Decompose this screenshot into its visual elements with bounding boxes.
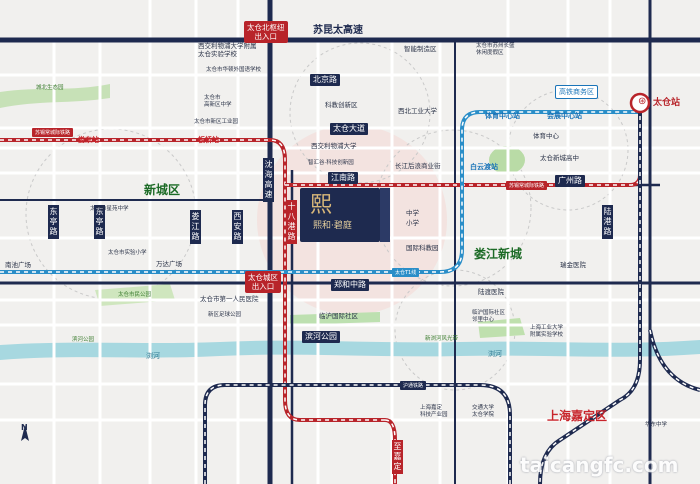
taicang-avenue-label: 太仓大道 xyxy=(330,123,368,135)
beijing-label: 北京路 xyxy=(310,74,340,86)
poi-kejiao: 科教创新区 xyxy=(325,101,358,109)
compass xyxy=(21,425,29,441)
poi-guoji: 国际科教园 xyxy=(406,244,439,252)
dark-line-tag: 沪通铁路 xyxy=(400,381,427,390)
blue-line-tag: 太仓T1线 xyxy=(392,268,420,277)
blue-rail-line xyxy=(0,110,640,274)
poi-xinqu-gongyuan: 新区足球公园 xyxy=(208,312,242,318)
river-label-w: 浏河 xyxy=(146,352,160,360)
poi-shanghai-gongye: 上海工业大学 附属实验学校 xyxy=(530,325,564,338)
jiading-district: 上海嘉定区 xyxy=(547,409,608,423)
poi-huaxi: 华东中学 xyxy=(645,422,668,428)
loujiang-label: 娄江路 xyxy=(190,210,201,244)
poi-shimin: 太仓市民公园 xyxy=(118,292,152,298)
poi-xjtlu: 西交利物浦大学 xyxy=(311,142,357,150)
shenhai-label: 沈海高速 xyxy=(263,158,274,202)
red-line-tag-w: 苏锡常城际铁路 xyxy=(32,128,74,137)
west-exit-tag: 太仓城区 出入口 xyxy=(245,271,281,293)
rail-station-icon: ⊛ xyxy=(638,96,647,107)
gaotie-station-box: 高铁商务区 xyxy=(555,85,598,99)
poi-binhe-park: 滨河公园 xyxy=(72,337,95,343)
project-logo: 熙 xyxy=(310,193,333,218)
poi-shanghai-dx: 上海嘉定 科技产业园 xyxy=(420,405,448,418)
river-label-e: 浏河 xyxy=(488,350,502,358)
poi-changjiang: 长江后浪商业街 xyxy=(395,162,441,170)
poi-bisai: 太仓市苏州长盛 休闲度假区 xyxy=(476,43,515,56)
poi-diyi: 太仓市第一人民医院 xyxy=(200,295,259,303)
poi-zhihui: 智汇谷·科技创新园 xyxy=(308,160,354,166)
guangzhou-label: 广州路 xyxy=(555,175,585,187)
project-block xyxy=(300,188,380,242)
xincheng-district: 新城区 xyxy=(144,183,181,197)
loudong-station: 娄东站 xyxy=(78,136,99,144)
poi-jiaoda: 交通大学 太仓学院 xyxy=(472,405,495,418)
poi-xiaoxue: 小学 xyxy=(406,219,419,227)
north-exit-tag: 太仓北枢纽 出入口 xyxy=(244,21,288,43)
red-line-tag-e: 苏锡常城际铁路 xyxy=(506,181,548,190)
sports-station: 体育中心站 xyxy=(485,112,520,120)
shibajing-label: 十八港路 xyxy=(286,200,297,244)
watermark: taicangfc.com xyxy=(520,453,679,477)
poi-huayu: 太仓市华顿外国语学校 xyxy=(206,67,262,73)
poi-wanda: 万达广场 xyxy=(156,260,182,268)
poi-xjtlu-school: 西交利物浦大学附属 太仓实验学校 xyxy=(198,42,257,58)
north-highway-label: 苏昆太高速 xyxy=(313,25,363,36)
poi-gaoxin: 太仓市 高新区中学 xyxy=(204,95,232,108)
lihu-park xyxy=(290,312,380,325)
expo-station: 会展中心站 xyxy=(547,112,582,120)
poi-huanghe: 太仓市实验小学 xyxy=(108,250,147,256)
dark-rail-line xyxy=(203,100,700,484)
zhenghe-label: 郑和中路 xyxy=(331,279,369,291)
dongting-label: 东亭路 xyxy=(48,205,59,239)
poi-chengbei: 城北生态园 xyxy=(36,85,64,91)
banqiao-station: 板桥站 xyxy=(198,136,219,144)
poi-zhizao: 智能制造区 xyxy=(404,45,437,53)
poi-xibei: 西北工业大学 xyxy=(398,107,437,115)
poi-tiyu: 体育中心 xyxy=(533,132,559,140)
poi-lianhu: 临沪国际社区 xyxy=(319,312,358,320)
poi-lianhu-center: 临沪国际社区 邻里中心 xyxy=(472,310,506,323)
poi-ruijin: 瑞金医院 xyxy=(560,261,586,269)
poi-zhongxue: 中学 xyxy=(406,209,419,217)
project-name: 熙和·碧庭 xyxy=(313,221,352,231)
liuhe-river xyxy=(0,340,700,360)
jiangnan-label: 江南路 xyxy=(328,172,358,184)
poi-ludu-yiyuan: 陆渡医院 xyxy=(478,288,504,296)
dongshi-label: 东亭路 xyxy=(94,205,105,239)
poi-xinhai: 太仓新城高中 xyxy=(540,154,579,162)
poi-gongye: 太仓市新区工业园 xyxy=(194,119,239,125)
to-jiading-label: 至嘉定 xyxy=(392,440,403,474)
binhe-road-label: 滨河公园 xyxy=(302,331,340,343)
poi-xingyuan: 太仓市星苑中学 xyxy=(90,206,129,212)
taicang-station: 太仓站 xyxy=(653,98,681,108)
loujiang-district: 娄江新城 xyxy=(474,247,523,261)
baiyun-station: 白云渡站 xyxy=(470,163,498,171)
poi-yanhe: 新浏河风光带 xyxy=(425,336,459,342)
poi-nanchi: 南池广场 xyxy=(5,261,31,269)
compass-label: N xyxy=(21,423,28,432)
luhua-label: 陆港路 xyxy=(602,205,613,239)
xian-label: 西安路 xyxy=(232,210,243,244)
